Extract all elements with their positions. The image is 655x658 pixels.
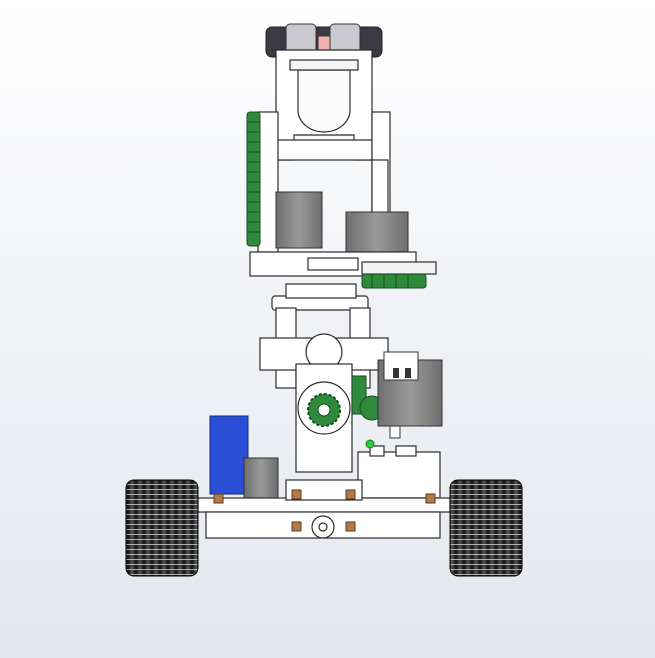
led-icon bbox=[365, 439, 375, 449]
servo-motor-elbow bbox=[377, 351, 443, 439]
servo-motor-left bbox=[275, 191, 323, 249]
gear-icon bbox=[307, 375, 385, 427]
head-bracket bbox=[275, 49, 373, 161]
gear-icon bbox=[246, 111, 261, 247]
track-wheel-left bbox=[125, 479, 199, 577]
servo-motor-right bbox=[345, 211, 409, 253]
battery-icon bbox=[209, 415, 279, 501]
gear-icon bbox=[361, 273, 427, 289]
chassis bbox=[197, 479, 451, 539]
controller-board bbox=[357, 445, 441, 499]
shoulder-base-plate bbox=[249, 251, 437, 277]
bolts bbox=[213, 489, 436, 532]
track-wheel-right bbox=[449, 479, 523, 577]
turntable bbox=[271, 283, 369, 311]
